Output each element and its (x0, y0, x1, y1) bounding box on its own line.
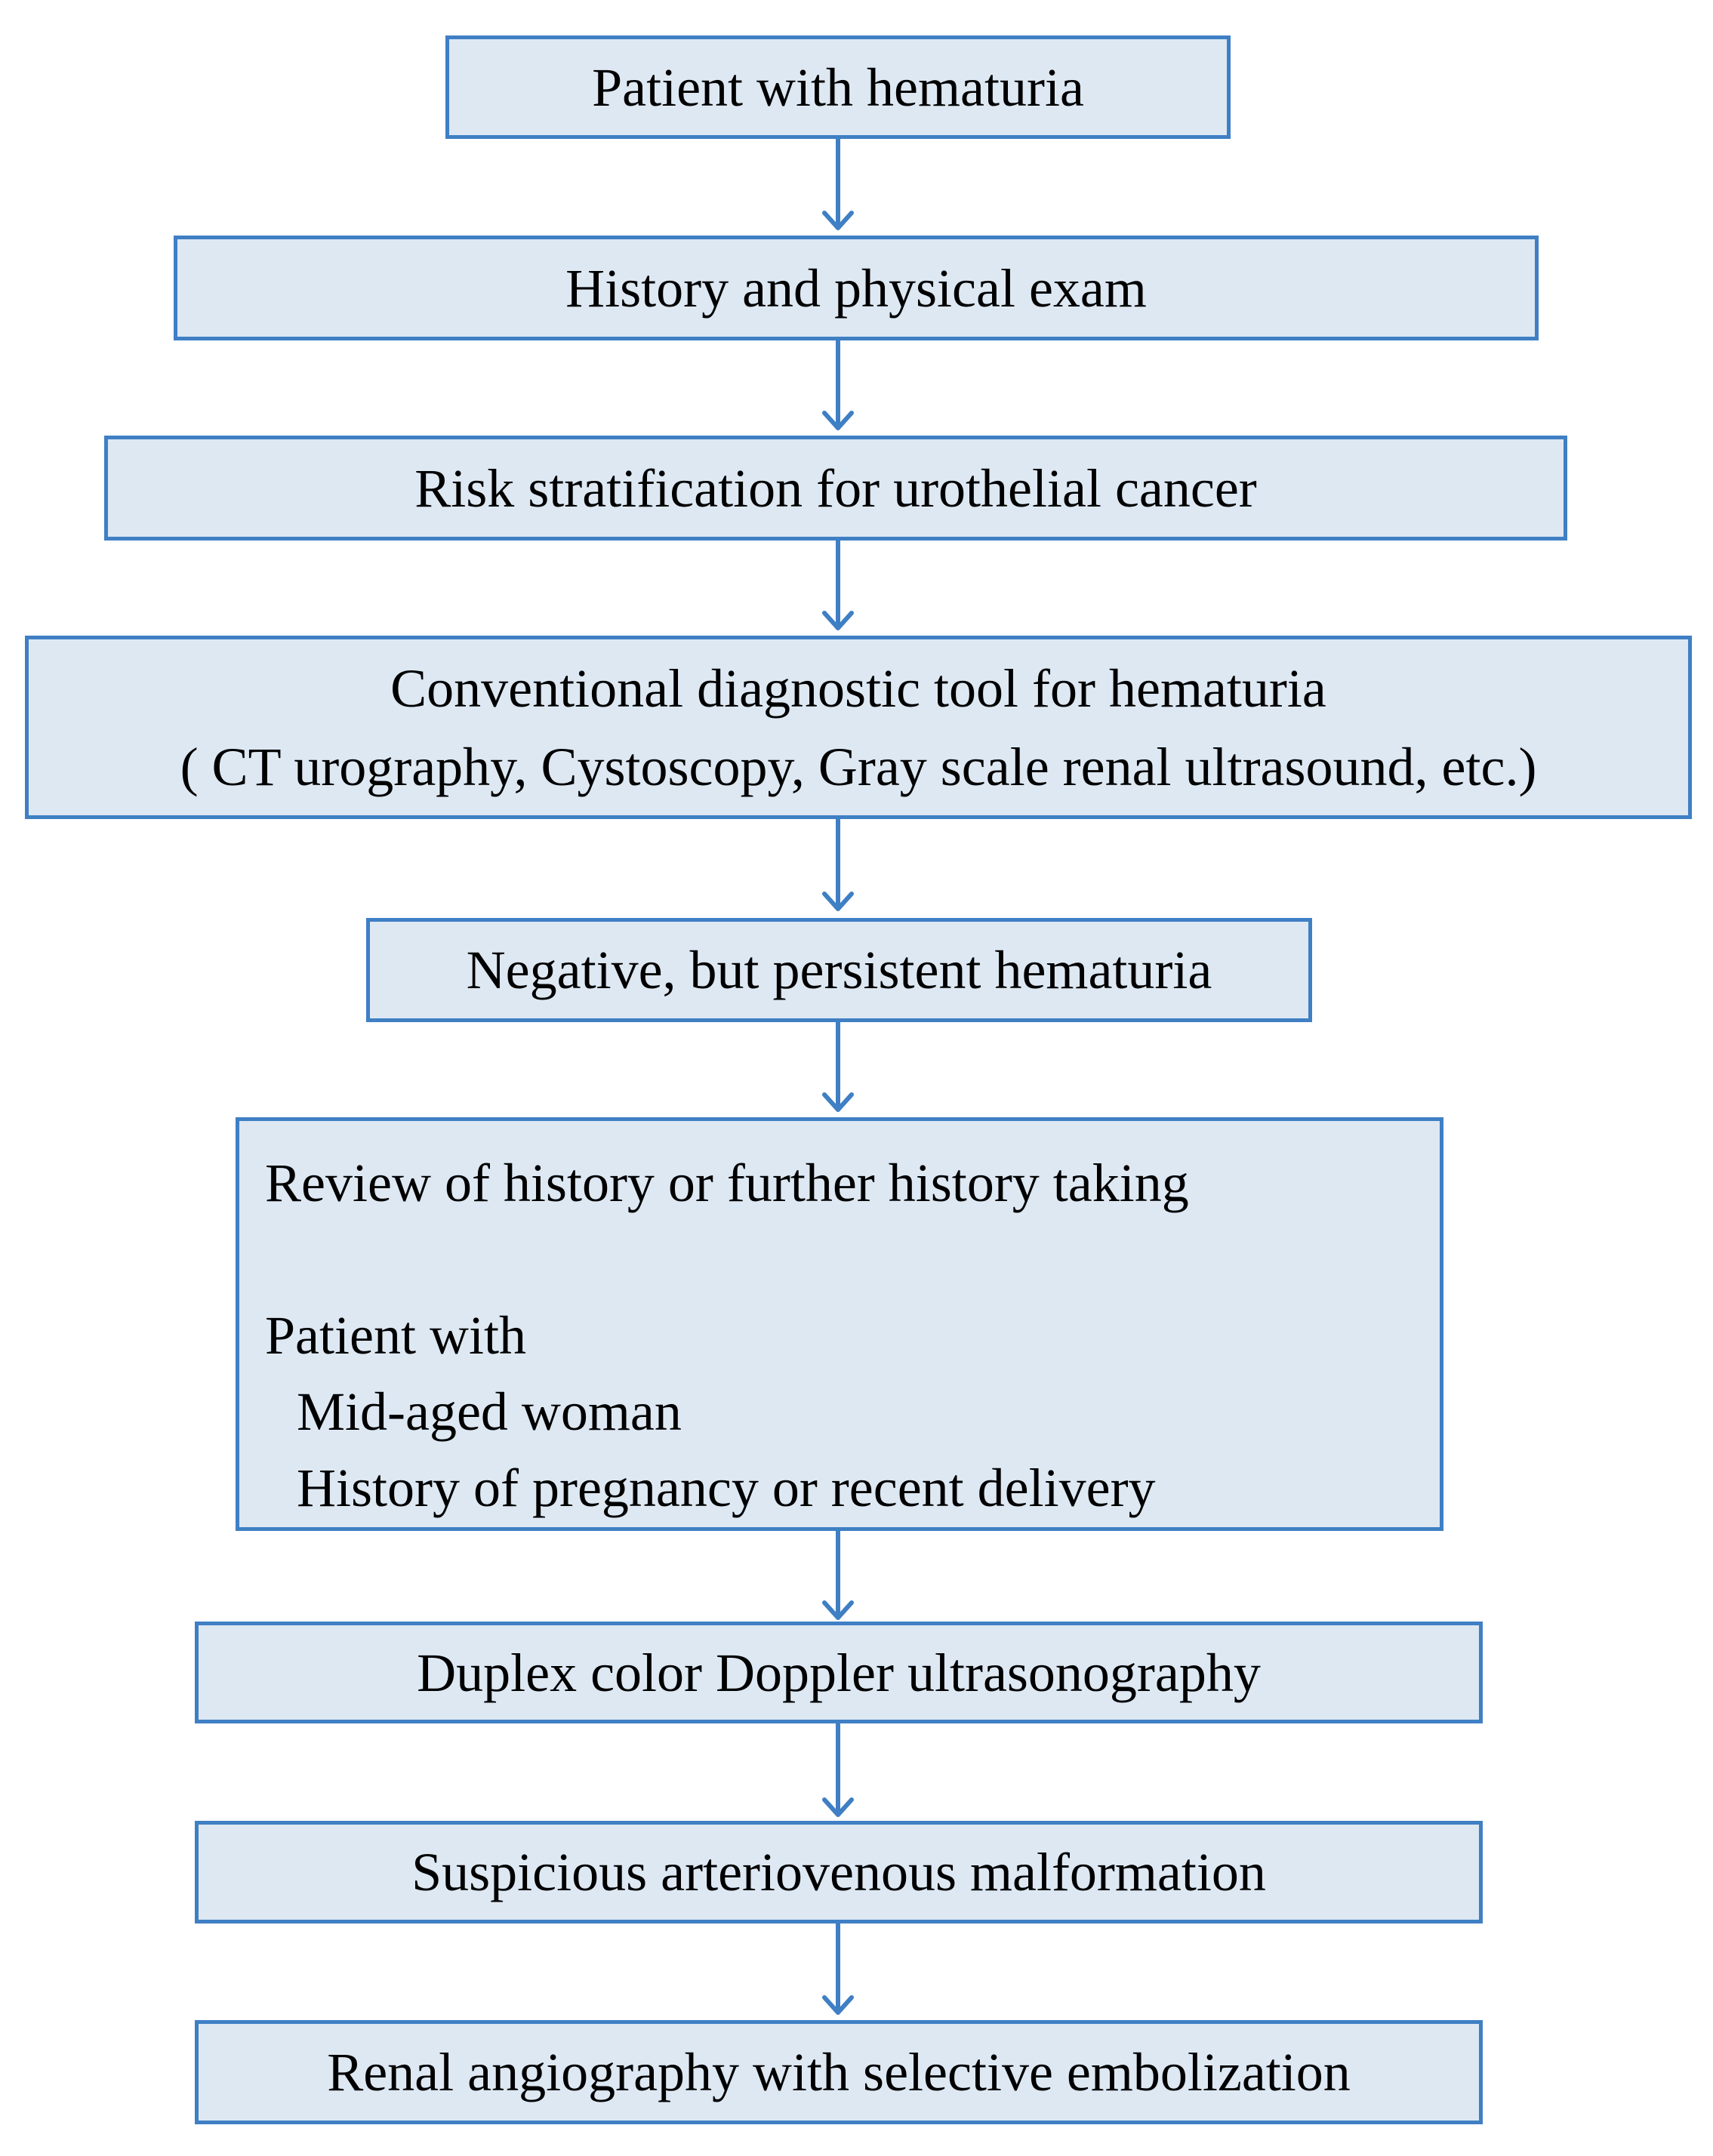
step-patient-with-hematuria: Patient with hematuria (445, 35, 1231, 139)
step-history-and-physical-exam: History and physical exam (174, 236, 1539, 340)
step-negative-persistent-hematuria: Negative, but persistent hematuria (366, 918, 1312, 1022)
review-criterion-pregnancy: History of pregnancy or recent delivery (297, 1458, 1156, 1518)
step-review-of-history: Review of history or further history tak… (236, 1117, 1443, 1531)
arrow-patient-to-history (822, 137, 854, 230)
step-label: Patient with hematuria (592, 57, 1084, 118)
step-label: History and physical exam (565, 257, 1147, 319)
step-label: Negative, but persistent hematuria (466, 940, 1212, 1000)
step-label-line-2: ( CT urography, Cystoscopy, Gray scale r… (180, 736, 1537, 797)
step-conventional-diagnostic-tool: Conventional diagnostic tool for hematur… (25, 636, 1692, 819)
arrow-history-to-risk (822, 338, 854, 430)
step-risk-stratification: Risk stratification for urothelial cance… (104, 436, 1567, 541)
step-label: Duplex color Doppler ultrasonography (417, 1642, 1261, 1703)
step-label-line-1: Conventional diagnostic tool for hematur… (390, 658, 1326, 719)
step-suspicious-avm: Suspicious arteriovenous malformation (195, 1821, 1483, 1923)
blank-line (265, 1221, 1440, 1298)
step-label: Suspicious arteriovenous malformation (411, 1842, 1266, 1902)
step-label: Risk stratification for urothelial cance… (414, 457, 1257, 519)
review-patient-with: Patient with (265, 1305, 526, 1366)
review-heading: Review of history or further history tak… (265, 1153, 1189, 1213)
arrow-avm-to-angio (822, 1921, 854, 2015)
arrow-conventional-to-negative (822, 817, 854, 911)
arrow-review-to-doppler (822, 1529, 854, 1620)
arrow-negative-to-review (822, 1020, 854, 1112)
arrow-doppler-to-avm (822, 1721, 854, 1817)
step-duplex-color-doppler: Duplex color Doppler ultrasonography (195, 1622, 1483, 1723)
review-criterion-mid-aged-woman: Mid-aged woman (297, 1381, 682, 1442)
step-renal-angiography: Renal angiography with selective emboliz… (195, 2020, 1483, 2124)
arrow-risk-to-conventional (822, 538, 854, 630)
step-label: Renal angiography with selective emboliz… (327, 2042, 1351, 2102)
